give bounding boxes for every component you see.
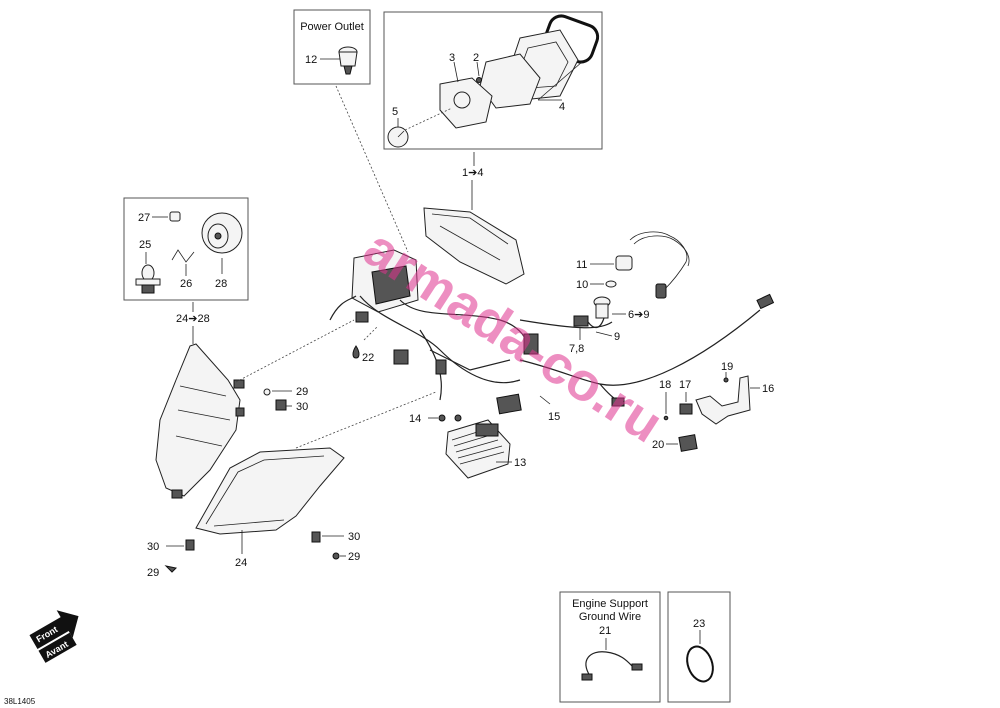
bulb-socket-icon <box>201 212 243 254</box>
screw-clip-icon-right <box>311 531 340 560</box>
diagram-code: 38L1405 <box>4 697 36 706</box>
label-11: 11 <box>576 259 587 271</box>
label-14: 14 <box>409 413 421 425</box>
bulb-icon <box>135 264 161 294</box>
label-3: 3 <box>449 52 455 64</box>
power-outlet-part-icon <box>338 46 358 75</box>
label-15: 15 <box>548 411 560 423</box>
label-13: 13 <box>514 457 526 469</box>
label-30c: 30 <box>348 531 360 543</box>
label-29b: 29 <box>147 567 159 579</box>
label-17: 17 <box>679 379 691 391</box>
label-18: 18 <box>659 379 671 391</box>
ground-wire-title-2: Ground Wire <box>579 611 641 623</box>
power-outlet-box: Power Outlet 12 <box>293 9 371 85</box>
label-23: 23 <box>693 618 705 630</box>
lubricant-drop-icon <box>352 345 360 359</box>
label-26: 26 <box>180 278 192 290</box>
label-12: 12 <box>305 54 317 66</box>
label-27: 27 <box>138 212 150 224</box>
label-16: 16 <box>762 383 774 395</box>
headlamp-lens-icon <box>195 447 345 535</box>
screw-icon <box>476 77 482 83</box>
label-21: 21 <box>599 625 611 637</box>
headlamp-bulb-box: 27 28 26 25 <box>123 197 249 301</box>
bulb-clip-icon <box>171 249 195 263</box>
label-28: 28 <box>215 278 227 290</box>
part-23-box: 23 <box>667 591 731 703</box>
label-5: 5 <box>392 106 398 118</box>
label-30b: 30 <box>147 541 159 553</box>
gauge-small-icon <box>387 126 409 148</box>
label-30a: 30 <box>296 401 308 413</box>
label-10: 10 <box>576 279 588 291</box>
dess-switch-icon <box>573 296 611 329</box>
wiring-harness <box>329 249 775 415</box>
label-9: 9 <box>614 331 620 343</box>
voltage-regulator-icon <box>445 419 511 479</box>
label-7-8: 7,8 <box>569 343 584 355</box>
ground-wire-icon <box>581 651 643 681</box>
clamp-ring-icon <box>686 645 714 683</box>
label-22: 22 <box>362 352 374 364</box>
label-29c: 29 <box>348 551 360 563</box>
instrument-bezel-icon <box>423 207 525 285</box>
ground-wire-box: Engine Support Ground Wire 21 <box>559 591 661 703</box>
label-24-28: 24➔28 <box>176 313 210 325</box>
tether-cord-icon <box>615 231 690 299</box>
mounting-bracket-icon <box>695 375 751 425</box>
headlamp-housing-icon <box>155 343 245 499</box>
label-6-9: 6➔9 <box>628 309 649 321</box>
gauge-bezel-icon <box>439 77 493 129</box>
label-24: 24 <box>235 557 247 569</box>
label-4: 4 <box>559 101 565 113</box>
front-direction-badge: Front Avant <box>29 610 79 663</box>
bulb-cap-icon <box>169 211 181 222</box>
screw-clip-icon-left <box>164 539 195 573</box>
label-1-4: 1➔4 <box>462 167 483 179</box>
ground-wire-title-1: Engine Support <box>572 598 648 610</box>
label-2: 2 <box>473 52 479 64</box>
label-20: 20 <box>652 439 664 451</box>
power-outlet-title: Power Outlet <box>300 21 364 33</box>
label-29a: 29 <box>296 386 308 398</box>
label-19: 19 <box>721 361 733 373</box>
gauge-cluster-box: 3 2 4 5 <box>383 11 603 150</box>
grommet-icon <box>263 388 287 411</box>
label-25: 25 <box>139 239 151 251</box>
